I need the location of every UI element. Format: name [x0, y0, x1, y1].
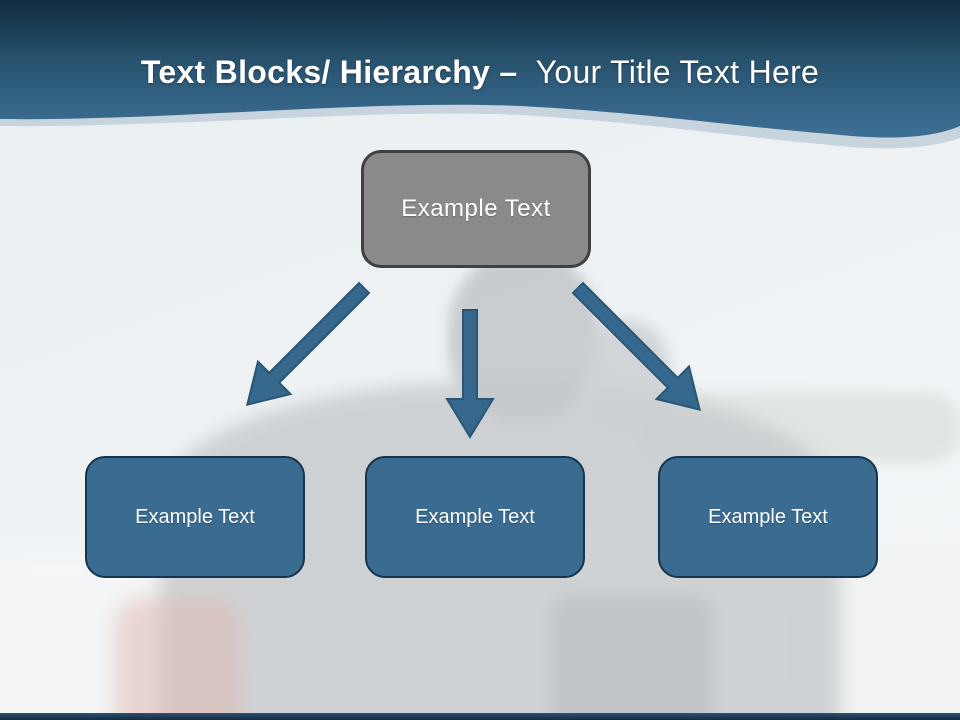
- footer-bar: [0, 713, 960, 720]
- background-person-head: [448, 252, 600, 422]
- header-wave-band: [0, 0, 960, 149]
- background-person-arm: [580, 320, 670, 430]
- child-text-block-3: Example Text: [658, 456, 878, 578]
- slide-title-regular: Your Title Text Here: [535, 54, 820, 90]
- root-text-block: Example Text: [361, 150, 591, 268]
- child-text-block-2: Example Text: [365, 456, 585, 578]
- slide-title: Text Blocks/ Hierarchy – Your Title Text…: [0, 54, 960, 91]
- header-wave-main: [0, 0, 960, 138]
- child-text-block-1: Example Text: [85, 456, 305, 578]
- background-jacket-shadow: [552, 596, 712, 720]
- slide-title-bold: Text Blocks/ Hierarchy –: [140, 54, 518, 90]
- background-red-sled: [115, 598, 240, 720]
